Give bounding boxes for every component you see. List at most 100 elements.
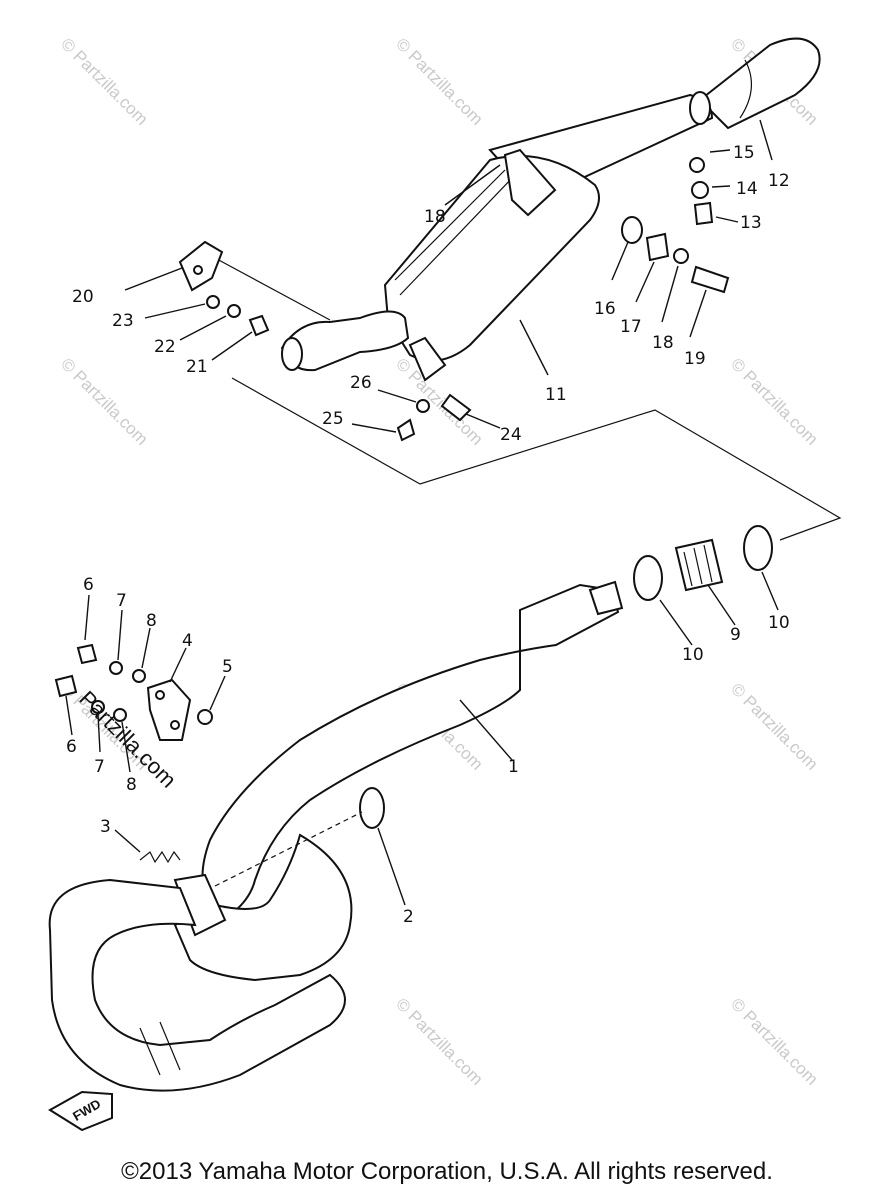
leader-7b (97, 713, 101, 753)
joint-ribs (683, 544, 713, 587)
callout-26: 26 (350, 373, 372, 393)
leader-20 (124, 267, 183, 291)
silencer-end-cap (698, 37, 821, 130)
watermark: © Partzilla.com (727, 354, 821, 448)
bracket-hole (155, 690, 165, 700)
bolt-13 (693, 201, 714, 226)
leader-19 (689, 289, 707, 338)
watermark: © Partzilla.com (392, 34, 486, 128)
bolt-6a (76, 643, 98, 665)
grommet-16 (621, 216, 643, 244)
washer-8a (132, 669, 146, 683)
leader-18b (661, 265, 679, 323)
leader-8b (121, 721, 131, 773)
leader-26 (377, 389, 417, 403)
leader-13 (715, 216, 739, 223)
washer-22 (227, 304, 241, 318)
leader-9 (707, 584, 736, 626)
watermark: © Partzilla.com (727, 994, 821, 1088)
exhaust-pipe-assembly: FWD (48, 525, 779, 1132)
bracket-hole (170, 720, 180, 730)
leader-3 (114, 829, 141, 853)
washer-8b (113, 708, 127, 722)
callout-15: 15 (733, 143, 755, 163)
gasket-2 (359, 787, 385, 829)
nut-15 (689, 157, 705, 173)
bracket-hole (193, 265, 203, 275)
watermark: © Partzilla.com (392, 994, 486, 1088)
header-pipe (48, 878, 346, 1092)
bolt-25 (396, 418, 416, 442)
callout-10b: 10 (768, 613, 790, 633)
leader-17 (635, 261, 655, 303)
washer-26 (416, 399, 430, 413)
leader-5 (209, 675, 226, 711)
callout-24: 24 (500, 425, 522, 445)
callout-6a: 6 (83, 575, 94, 595)
callout-8b: 8 (126, 775, 137, 795)
watermark: © Partzilla.com (57, 354, 151, 448)
silencer-assembly (124, 37, 842, 541)
callout-11: 11 (545, 385, 567, 405)
silencer-body-edge (394, 169, 516, 296)
callout-7b: 7 (94, 757, 105, 777)
leader-14 (711, 185, 731, 188)
callout-labels: 1 2 3 4 5 6 6 7 7 8 8 9 10 10 11 12 13 1… (66, 143, 790, 927)
washer-23 (206, 295, 220, 309)
callout-8a: 8 (146, 611, 157, 631)
bolt-6b (54, 674, 78, 698)
callout-6b: 6 (66, 737, 77, 757)
callout-3: 3 (100, 817, 111, 837)
watermark: © Partzilla.com (57, 34, 151, 128)
callout-5: 5 (222, 657, 233, 677)
callout-23: 23 (112, 311, 134, 331)
leader-2 (377, 827, 406, 906)
leader-6b (65, 695, 73, 736)
callout-22: 22 (154, 337, 176, 357)
assembly-guide-line (214, 257, 842, 541)
end-cap-seam (739, 59, 753, 119)
callout-21: 21 (186, 357, 208, 377)
upper-bracket (503, 148, 557, 217)
callout-13: 13 (740, 213, 762, 233)
spring-3 (139, 850, 181, 864)
clamp-10a (633, 555, 663, 601)
leader-8a (141, 627, 151, 669)
callout-17: 17 (620, 317, 642, 337)
leader-16 (611, 241, 629, 281)
leader-18a (444, 164, 501, 206)
leader-12 (759, 119, 773, 161)
leader-4 (169, 647, 187, 683)
chamber-outlet (588, 580, 624, 616)
leader-24 (465, 413, 501, 429)
callout-12: 12 (768, 171, 790, 191)
leader-10a (659, 599, 693, 646)
callout-19: 19 (684, 349, 706, 369)
bolt-19 (690, 265, 730, 294)
leader-25 (351, 423, 397, 433)
assembly-guide-line (214, 811, 363, 887)
leader-21 (211, 331, 253, 361)
copyright-notice: ©2013 Yamaha Motor Corporation, U.S.A. A… (121, 1158, 773, 1185)
washer-14 (691, 181, 709, 199)
leader-6a (84, 594, 90, 641)
callout-1: 1 (508, 757, 519, 777)
clamp-10b (743, 525, 773, 571)
inlet-opening (281, 337, 303, 371)
nut-5 (197, 709, 213, 725)
leader-10b (761, 571, 779, 611)
header-weld (139, 1021, 181, 1076)
leader-1 (459, 699, 513, 761)
callout-16: 16 (594, 299, 616, 319)
tube-end (689, 91, 711, 125)
collar-17 (645, 232, 670, 262)
header-bend (173, 833, 353, 982)
silencer-inlet-pipe (280, 310, 410, 372)
bolt-21 (248, 314, 270, 337)
leader-15 (709, 149, 731, 153)
leader-22 (179, 315, 227, 341)
callout-4: 4 (182, 631, 193, 651)
callout-20: 20 (72, 287, 94, 307)
callout-14: 14 (736, 179, 758, 199)
